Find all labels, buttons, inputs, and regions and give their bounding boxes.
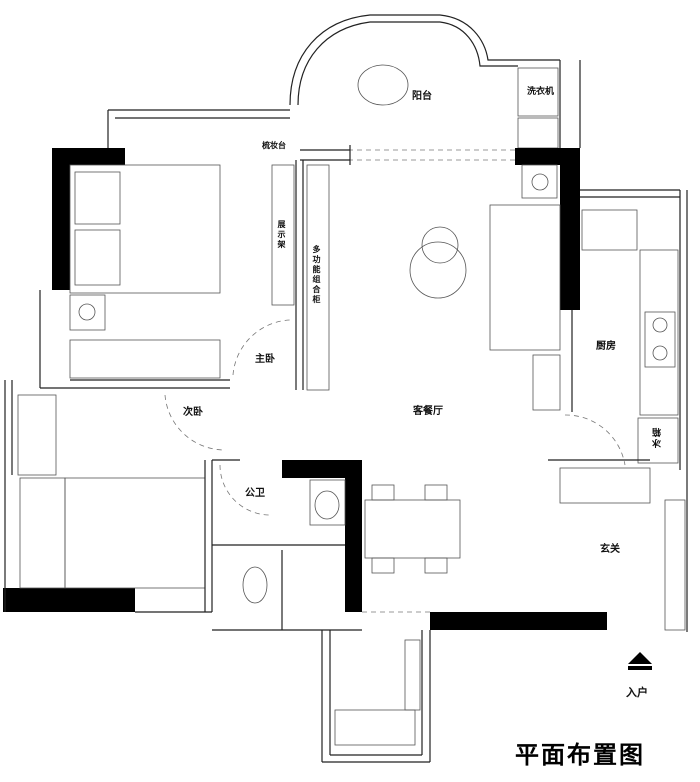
label-washer: 洗衣机 [527,87,555,97]
wall [52,148,125,165]
label-second-bedroom: 次卧 [183,407,203,418]
label-master-bedroom: 主卧 [255,354,275,365]
kitchen-sink [581,209,638,251]
label-living-dining: 客餐厅 [413,406,443,417]
sink [309,479,346,526]
label-entrance: 入户 [626,686,648,699]
countertop [639,249,679,416]
chair-icon [357,64,409,106]
wardrobe [69,339,221,379]
label-multi-cabinet: 多功能组合柜 [312,245,321,305]
tatami [64,477,206,589]
dining-table [364,499,461,559]
bed [69,164,221,294]
label-bathroom: 公卫 [245,488,265,499]
balcony-curved-wall [289,14,560,106]
label-kitchen: 厨房 [596,341,616,352]
sofa [489,204,561,351]
label-fridge: 冰箱 [653,426,663,448]
label-balcony: 阳台 [412,91,432,102]
toilet [242,566,268,604]
washer [517,67,559,117]
multi-cabinet [306,164,330,391]
plan-title: 平面布置图 [515,740,645,769]
display-shelf [271,164,295,306]
label-vanity: 梳妆台 [262,141,286,150]
label-foyer: 玄关 [600,544,620,555]
stove [644,311,676,368]
label-display-shelf: 展示架 [277,220,286,250]
entry-arrow-icon [628,652,652,664]
closet [19,477,66,589]
coffee-table [409,241,467,299]
fridge [637,417,679,464]
